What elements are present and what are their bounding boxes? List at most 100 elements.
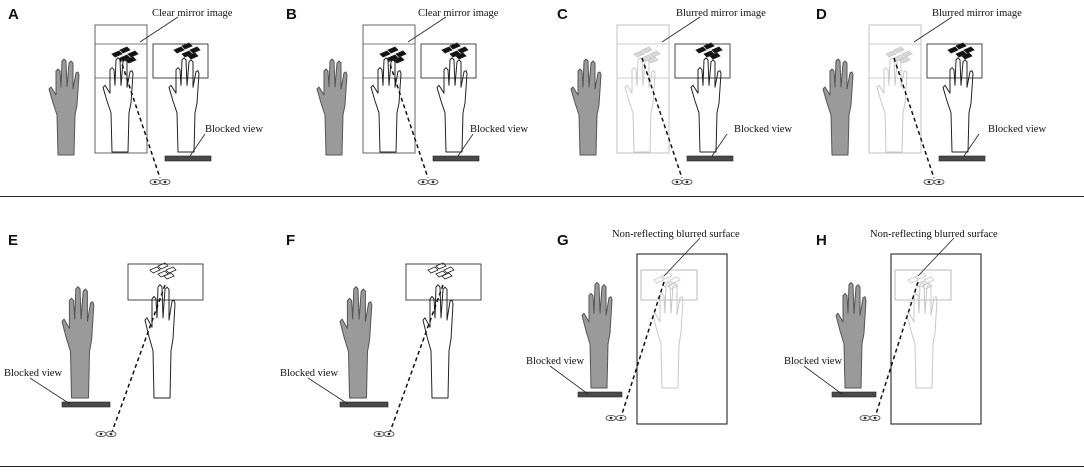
- pattern-cell: [955, 42, 967, 50]
- table-pattern-f: [427, 262, 455, 280]
- pupil-left: [421, 180, 425, 184]
- pattern-cell: [395, 50, 407, 58]
- pattern-cell: [181, 42, 193, 50]
- mirror-label-c: Blurred mirror image: [676, 8, 766, 19]
- pattern-cell: [709, 52, 721, 60]
- blocked-leader-e: [29, 377, 71, 405]
- panel-label-h: H: [816, 232, 827, 249]
- blocker-board-d: [938, 155, 986, 162]
- mirror-label-b: Clear mirror image: [418, 8, 499, 19]
- real-hand-a: [168, 57, 200, 153]
- blocked-label-h: Blocked view: [784, 356, 843, 367]
- surface-table-h: [894, 269, 952, 301]
- pattern-cell: [901, 50, 913, 58]
- blocker-board-g: [577, 391, 623, 398]
- blocker-board-e: [61, 401, 111, 408]
- table-box-e: [127, 263, 204, 301]
- pupil-right: [387, 432, 391, 436]
- pattern-cell: [125, 56, 137, 64]
- blocked-label-b: Blocked view: [470, 124, 529, 135]
- pupil-left: [99, 432, 103, 436]
- mirror-frame-c: [616, 24, 670, 154]
- pattern-cell: [187, 52, 199, 60]
- pattern-cell: [163, 272, 175, 280]
- eyes-g: [605, 415, 627, 421]
- real-hand-e: [144, 284, 176, 399]
- pattern-cell: [923, 276, 935, 284]
- sight-line-c: [641, 57, 683, 179]
- mirror-pattern-a: [111, 46, 139, 64]
- mirror-pattern-b: [379, 46, 407, 64]
- mirror-leader-d: [913, 16, 953, 43]
- pupil-right: [619, 416, 623, 420]
- pattern-cell: [961, 52, 973, 60]
- pupil-left: [609, 416, 613, 420]
- sight-line-d: [893, 57, 935, 179]
- pattern-cell: [669, 276, 681, 284]
- surface-table-g: [640, 269, 698, 301]
- blocked-leader-b: [457, 133, 474, 157]
- pattern-cell: [427, 266, 439, 274]
- mirror-hand-a: [102, 57, 134, 153]
- sight-line-g: [621, 281, 665, 415]
- surface-hand-g: [652, 281, 684, 389]
- arm-grey-a: [48, 58, 80, 156]
- pattern-cell: [441, 272, 453, 280]
- pattern-cell: [393, 56, 405, 64]
- blocker-board-f: [339, 401, 389, 408]
- blocker-board-c: [686, 155, 734, 162]
- surface-pattern-g: [653, 272, 681, 290]
- table-box-f: [405, 263, 482, 301]
- blocked-label-c: Blocked view: [734, 124, 793, 135]
- mirror-label-d: Blurred mirror image: [932, 8, 1022, 19]
- pattern-cell: [455, 52, 467, 60]
- pattern-cell: [119, 46, 131, 54]
- table-pattern-c: [695, 42, 723, 60]
- table-pattern-b: [441, 42, 469, 60]
- mirror-pattern-d: [885, 46, 913, 64]
- pattern-cell: [443, 266, 455, 274]
- pattern-cell: [387, 46, 399, 54]
- eyes-a: [149, 179, 171, 185]
- mirror-hand-b: [370, 57, 402, 153]
- blocked-label-e: Blocked view: [4, 368, 63, 379]
- eyes-f: [373, 431, 395, 437]
- pupil-left: [153, 180, 157, 184]
- pattern-cell: [885, 50, 897, 58]
- surface-leader-h: [917, 237, 955, 277]
- pupil-right: [873, 416, 877, 420]
- pattern-cell: [641, 46, 653, 54]
- table-pattern-a: [173, 42, 201, 60]
- blocked-label-f: Blocked view: [280, 368, 339, 379]
- sight-line-h: [875, 281, 919, 415]
- mirror-leader-a: [139, 16, 179, 43]
- pattern-cell: [157, 270, 169, 278]
- pattern-cell: [449, 42, 461, 50]
- pattern-cell: [379, 50, 391, 58]
- mirror-frame-d: [868, 24, 922, 154]
- pupil-right: [109, 432, 113, 436]
- pattern-cell: [157, 262, 169, 270]
- real-hand-c: [690, 57, 722, 153]
- blocked-leader-h: [803, 365, 843, 395]
- arm-grey-g: [581, 281, 613, 389]
- pattern-cell: [189, 46, 201, 54]
- blocked-label-d: Blocked view: [988, 124, 1047, 135]
- arm-grey-e: [61, 286, 95, 399]
- pupil-left: [927, 180, 931, 184]
- pattern-cell: [703, 42, 715, 50]
- mirror-hand-c: [624, 57, 656, 153]
- sight-line-a: [119, 57, 161, 179]
- pupil-left: [675, 180, 679, 184]
- eyes-h: [859, 415, 881, 421]
- blocked-leader-d: [963, 133, 980, 157]
- sight-line-b: [387, 57, 429, 179]
- pattern-cell: [457, 46, 469, 54]
- pupil-right: [685, 180, 689, 184]
- panel-label-f: F: [286, 232, 296, 249]
- blocker-board-h: [831, 391, 877, 398]
- pattern-cell: [893, 46, 905, 54]
- sight-line-e: [111, 284, 166, 433]
- sight-line-f: [389, 284, 444, 433]
- pupil-right: [937, 180, 941, 184]
